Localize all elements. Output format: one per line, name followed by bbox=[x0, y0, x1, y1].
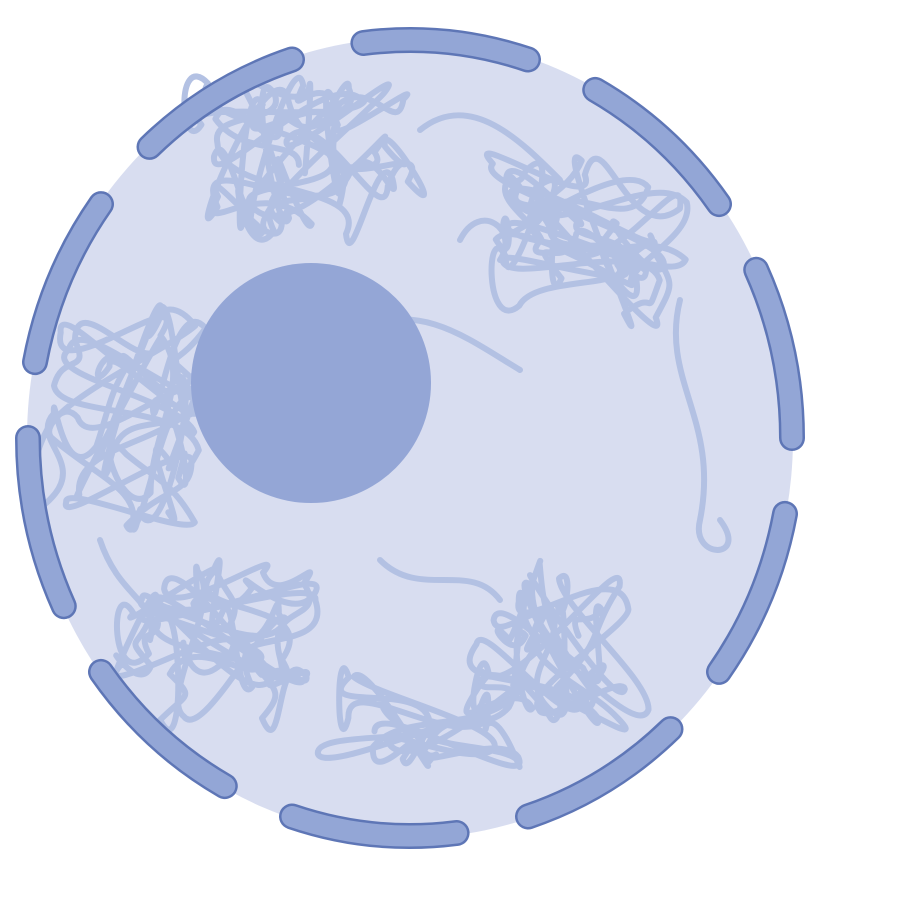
envelope-segment bbox=[17, 427, 75, 617]
chromatin-cluster-6 bbox=[314, 660, 531, 770]
chromatin-strand bbox=[97, 112, 732, 643]
envelope-segment bbox=[90, 661, 236, 797]
envelope-segment bbox=[352, 29, 539, 70]
chromatin-cluster-2 bbox=[483, 150, 691, 329]
envelope-segment bbox=[584, 79, 730, 215]
nucleolus bbox=[191, 263, 431, 503]
envelope-segment bbox=[24, 193, 112, 373]
envelope-segment bbox=[745, 259, 803, 449]
envelope-segment bbox=[281, 806, 468, 847]
envelope-segment bbox=[517, 718, 681, 827]
nucleolus-layer bbox=[191, 263, 431, 503]
chromatin-cluster-4 bbox=[112, 557, 321, 733]
envelope-segment bbox=[708, 503, 796, 683]
nuclear-envelope bbox=[15, 27, 805, 849]
envelope-segment bbox=[139, 49, 303, 158]
chromatin-cluster-5 bbox=[463, 557, 652, 733]
chromatin-cluster-1 bbox=[181, 73, 428, 246]
